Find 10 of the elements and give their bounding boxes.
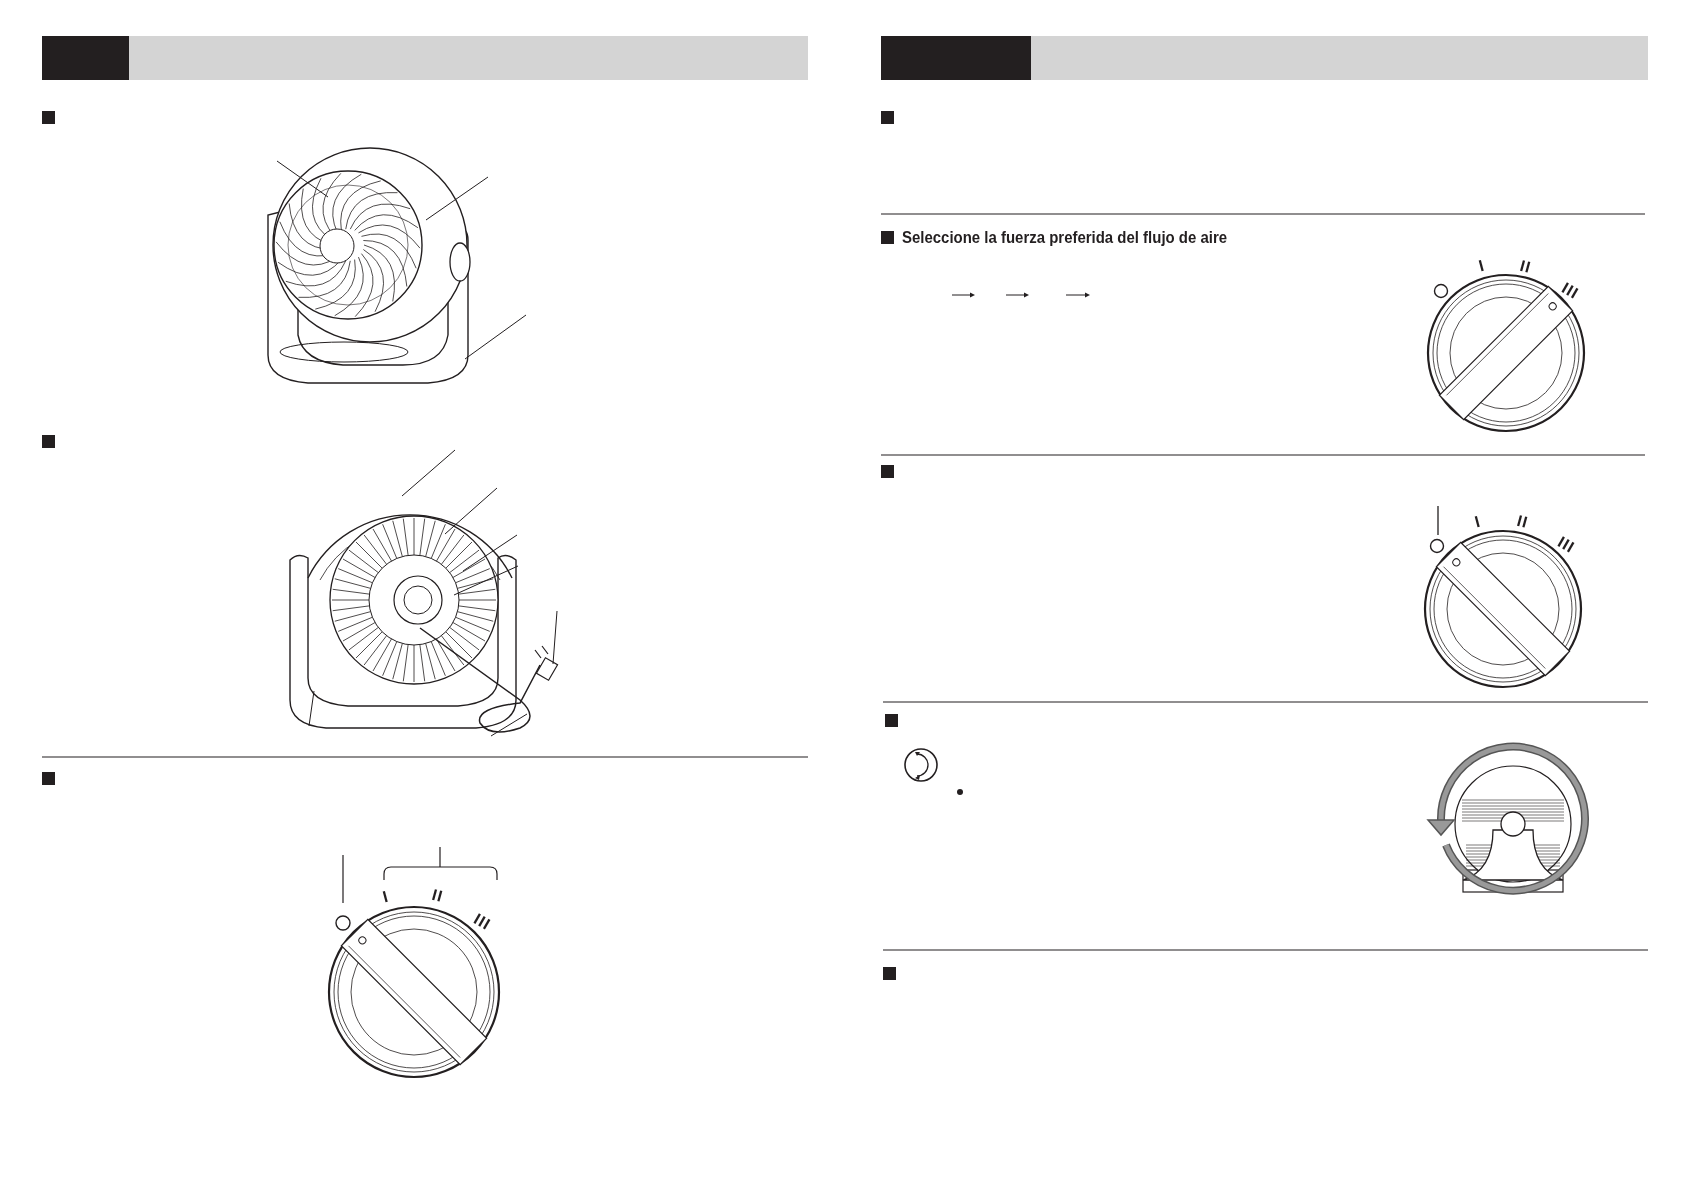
speed-mark: III xyxy=(471,911,494,933)
section-heading: Seleccione la fuerza preferida del flujo de aire xyxy=(902,228,1228,248)
speed-mark: II xyxy=(1515,512,1530,532)
speed-mark: I xyxy=(1473,513,1483,531)
speed-mark: I xyxy=(381,888,391,906)
speed-mark: III xyxy=(1559,280,1582,302)
speed-mark: II xyxy=(430,886,445,906)
speed-mark: I xyxy=(1477,257,1487,275)
speed-mark: III xyxy=(1555,534,1578,556)
speed-mark: II xyxy=(1518,257,1533,277)
